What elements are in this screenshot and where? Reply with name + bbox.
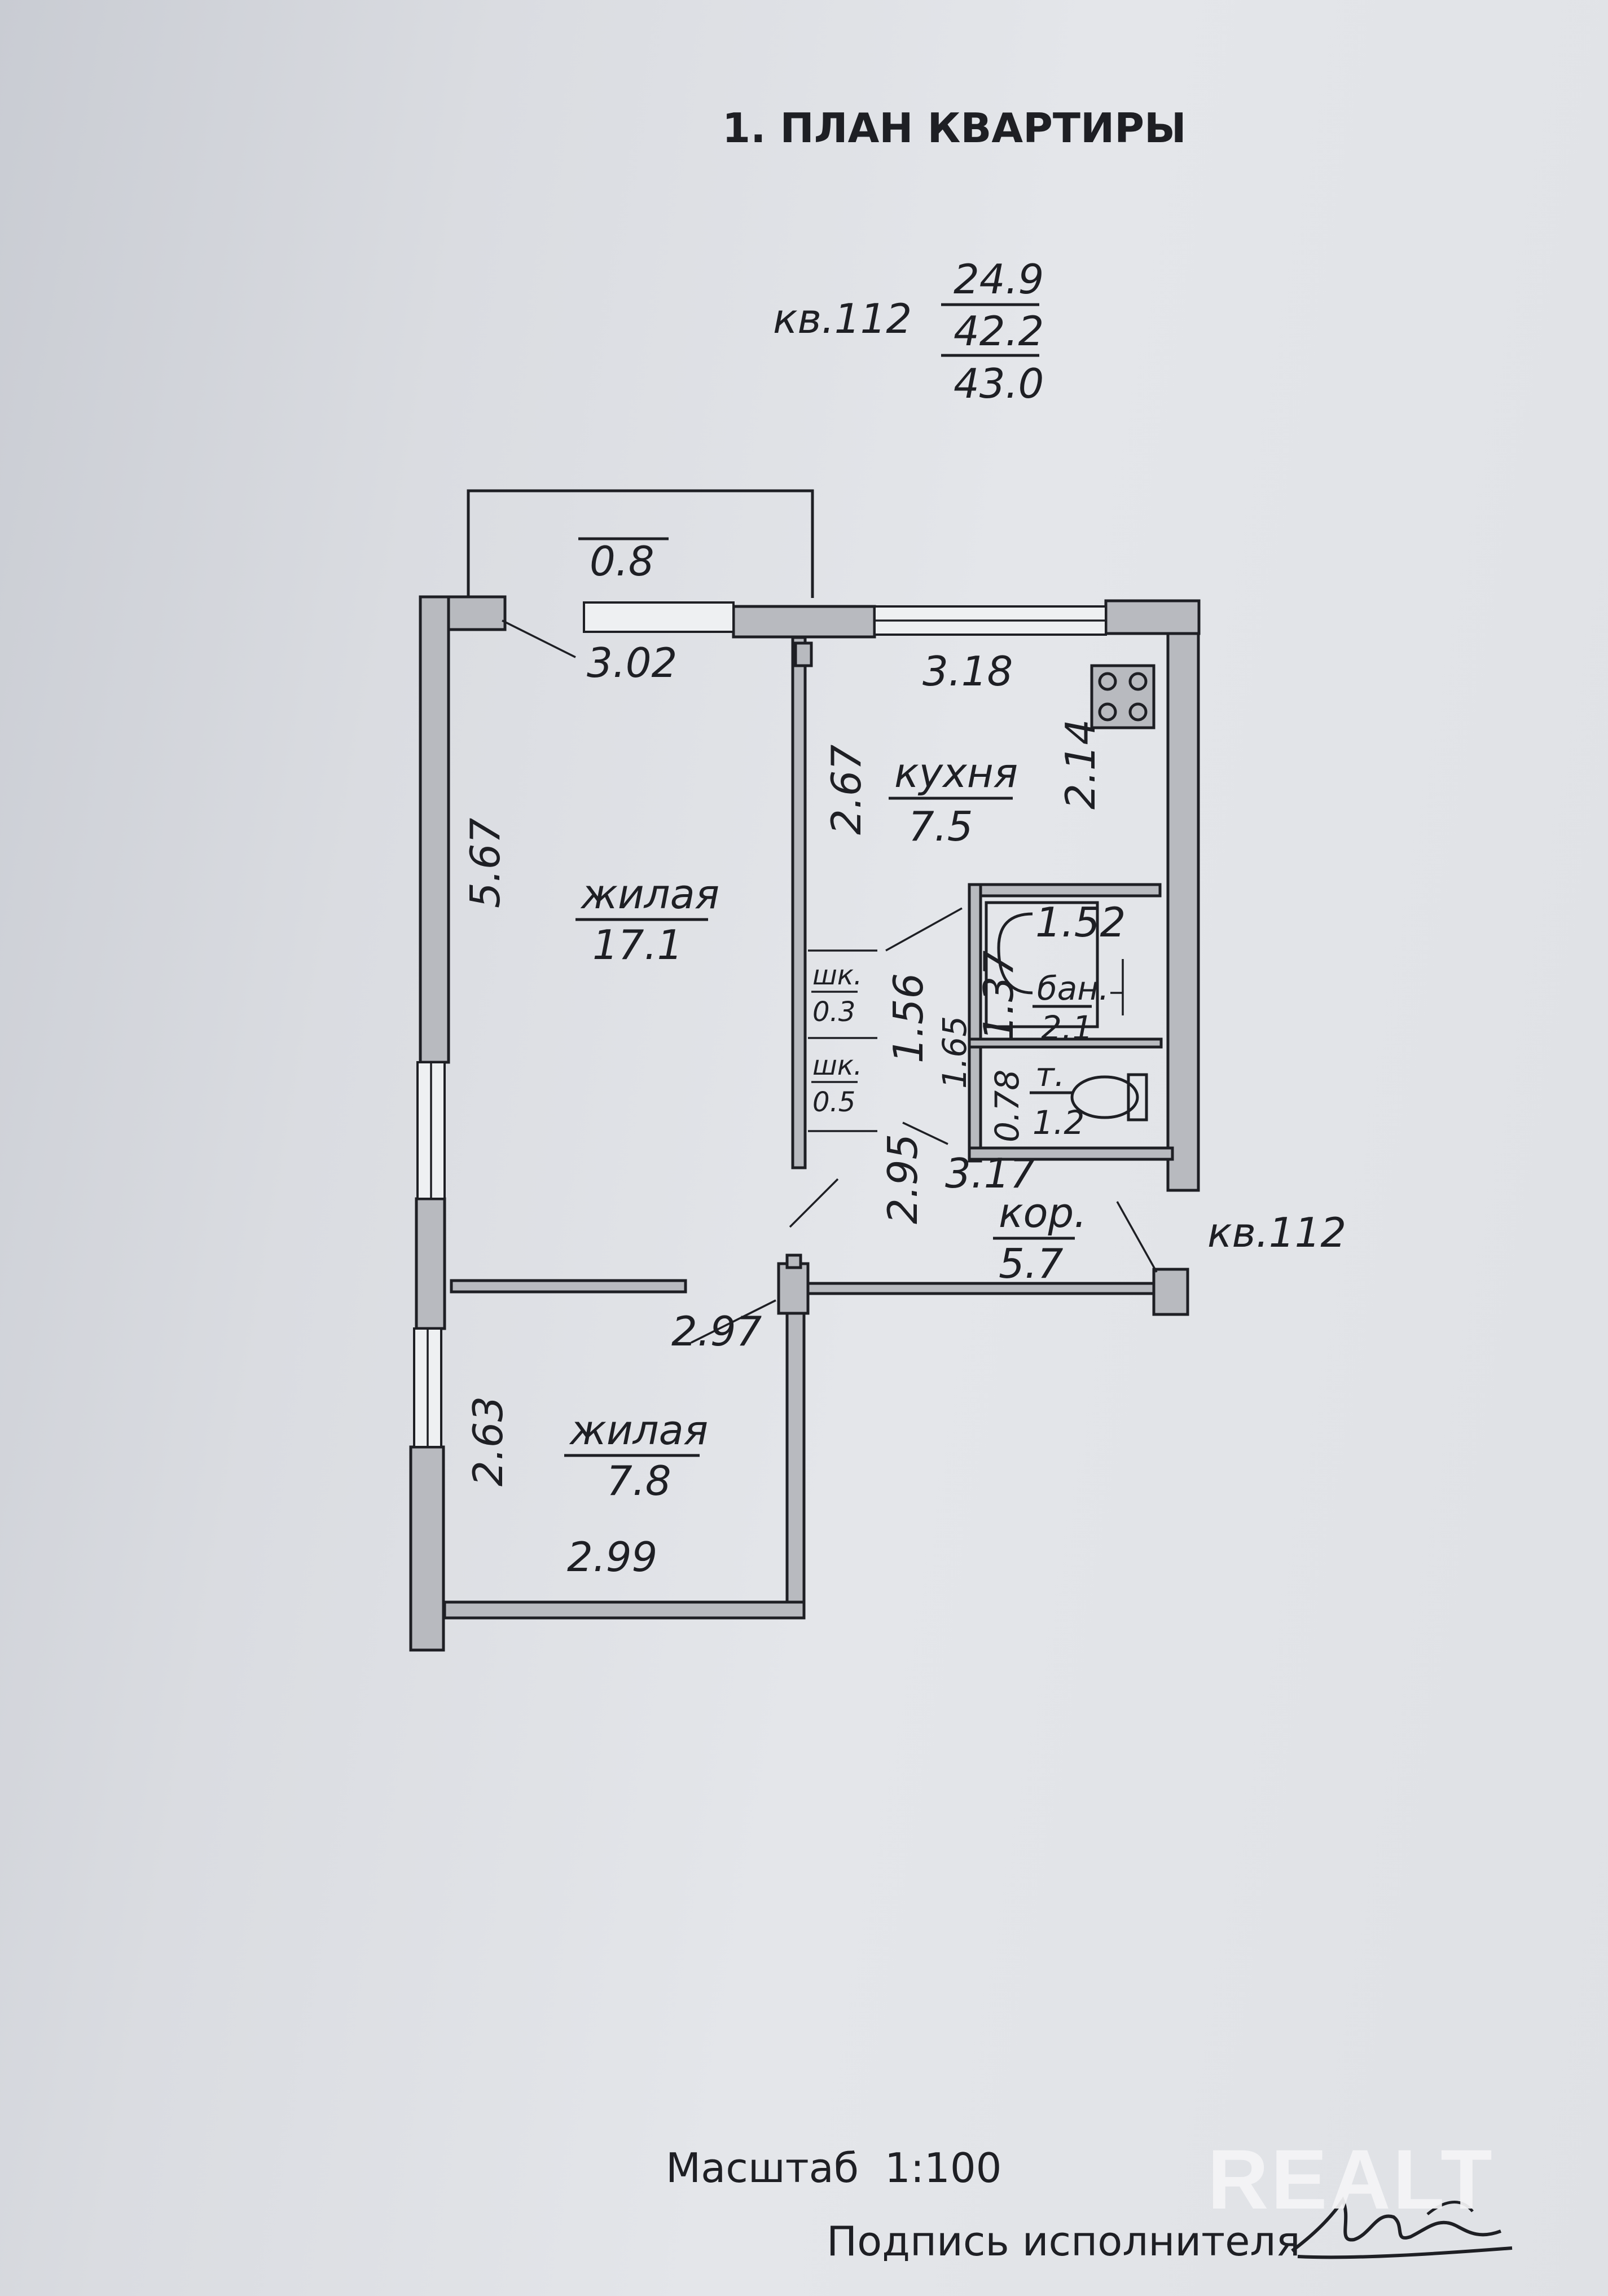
stove-burner-icon [1128,702,1148,722]
dim-5-67: 5.67 [462,817,509,908]
toilet-name: т. [1035,1055,1065,1094]
leader-line [885,907,963,952]
corridor-south-wall [806,1282,1159,1295]
west-wall-corner [447,595,507,631]
plan-title: 1. ПЛАН КВАРТИРЫ [722,104,1187,152]
apartment-number: кв.112 [773,295,912,342]
west-wall-middle [415,1197,446,1330]
dim-3-17: 3.17 [945,1150,1036,1197]
closet1-name: шк. [812,960,862,991]
living-room-2-name: жилая [569,1406,708,1454]
dim-2-63: 2.63 [464,1396,512,1486]
dim-2-99: 2.99 [567,1533,657,1581]
stove-burner-icon [1098,672,1117,691]
west-wall-lower [409,1445,445,1652]
living-room-2-area: 7.8 [607,1457,671,1505]
apartment-side-label: кв.112 [1207,1209,1346,1256]
bedroom-south-wall [443,1600,806,1620]
corridor-name: кор. [999,1189,1087,1237]
dim-2-95: 2.95 [879,1134,926,1224]
bedroom-partition [450,1279,687,1294]
closet2-name: шк. [812,1050,862,1081]
leader-line [691,1299,776,1344]
scale-label: Масштаб 1:100 [666,2144,1001,2192]
east-wall-corner [1104,599,1201,635]
dim-3-02: 3.02 [587,639,677,687]
leader-line [1116,1201,1158,1273]
dim-1-65: 1.65 [935,1016,974,1089]
living-area-total: 24.9 [954,256,1044,303]
stove-burner-icon [1098,702,1117,722]
corridor-pier-cap [785,1253,802,1269]
bathtub-curve [997,912,1033,995]
apartment-total-with-balcony: 43.0 [954,360,1044,407]
bath-fixture [1110,959,1124,1015]
dim-2-14: 2.14 [1057,719,1104,810]
dim-1-52: 1.52 [1035,899,1126,946]
toilet-fixture-icon [1070,1075,1139,1119]
dim-3-18: 3.18 [922,648,1013,695]
leader-line [902,1121,948,1145]
bathroom-north-wall [968,883,1162,898]
west-wall-upper [419,595,450,1064]
realt-logo: REALT [1207,2132,1495,2227]
corridor-south-pier [1152,1268,1189,1316]
corridor-pier [777,1262,810,1315]
corridor-area: 5.7 [999,1240,1064,1287]
partition-cap [794,641,813,667]
dim-0-78: 0.78 [988,1070,1026,1142]
balcony-area: 0.8 [590,538,654,585]
bathroom-south-wall [968,1146,1174,1161]
dim-1-56: 1.56 [885,973,932,1063]
leader-line [502,619,576,658]
signature-label: Подпись исполнителя [827,2218,1301,2265]
living-room-1-name: жилая [580,870,719,918]
stove-burner-icon [1128,672,1148,691]
kitchen-name: кухня [894,749,1018,797]
balcony-door-window [583,601,735,633]
east-wall [1166,599,1200,1192]
bathtub [985,901,1099,1028]
signature-mark [1291,2196,1513,2259]
kitchen-west-partition [791,636,807,1169]
closet1-area: 0.3 [812,996,855,1028]
living-room-1-area: 17.1 [592,921,683,969]
kitchen-area: 7.5 [908,803,973,850]
toilet-area: 1.2 [1033,1103,1084,1142]
toilet-partition [968,1037,1163,1049]
leader-line [789,1178,839,1228]
bathroom-west-wall [968,883,982,1163]
dim-2-67: 2.67 [823,744,870,835]
apartment-total-area: 42.2 [954,307,1044,355]
balcony-pier [732,605,876,639]
signature-mark [1426,2201,1474,2215]
closet2-area: 0.5 [812,1087,855,1118]
balcony-outline [467,489,814,598]
toilet-tank [1127,1073,1148,1121]
dim-1-37: 1.37 [975,950,1022,1041]
bedroom-east-wall [785,1312,806,1618]
bath-name: бан. [1037,969,1109,1008]
bath-area: 2.1 [1041,1009,1093,1047]
dim-2-97: 2.97 [671,1308,762,1355]
